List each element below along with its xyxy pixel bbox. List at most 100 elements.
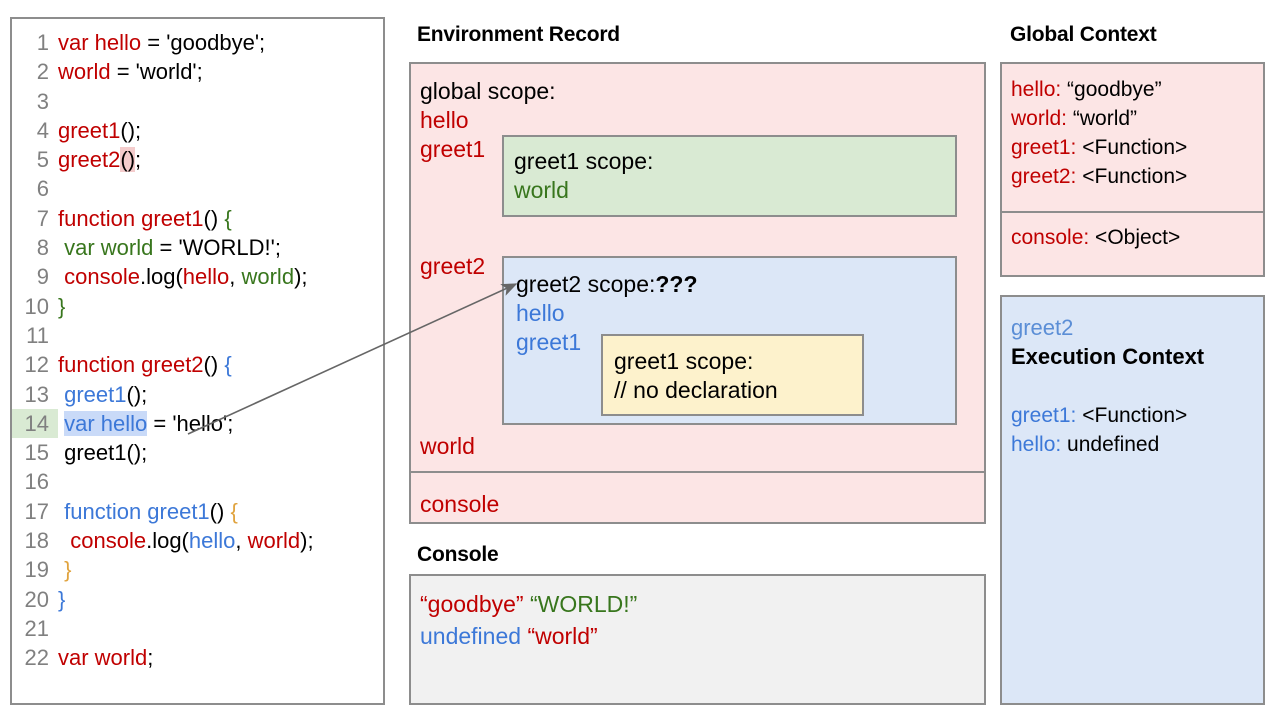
code-token: greet1(); [58,440,148,466]
code-token: world [247,528,301,554]
console-token: “world” [527,623,598,649]
code-token: { [224,352,232,378]
execution-context-box [1000,295,1265,705]
code-token: () [120,147,136,173]
execution-context-row: greet1: <Function> [1011,404,1187,428]
code-line[interactable]: 11 [12,321,383,350]
code-line[interactable]: 13 greet1(); [12,380,383,409]
code-line[interactable]: 15 greet1(); [12,438,383,467]
code-line-text: console.log(hello, world); [58,262,383,291]
code-token: var world [64,235,154,261]
code-line-text: greet1(); [58,438,383,467]
code-token: = 'hello'; [147,410,234,436]
code-line[interactable]: 19 } [12,555,383,584]
binding-value: <Function> [1076,404,1188,427]
code-token: var world [58,645,148,671]
code-line[interactable]: 9 console.log(hello, world); [12,262,383,291]
code-token: } [58,586,66,612]
line-number: 19 [24,557,49,583]
greet2-scope-unknown-marker: ??? [655,271,698,297]
global-binding-greet2: greet2 [420,253,486,279]
environment-record-title: Environment Record [417,23,620,46]
greet1-scope-binding-world: world [514,177,569,203]
binding-key: console: [1011,226,1090,249]
greet2-scope-title: greet2 scope:??? [516,271,698,298]
execution-context-row: hello: undefined [1011,433,1159,457]
line-number: 8 [36,235,49,261]
console-token: undefined [420,623,522,649]
line-number: 15 [24,440,49,466]
binding-value: <Object> [1089,226,1181,249]
code-line[interactable]: 8 var world = 'WORLD!'; [12,233,383,262]
code-line-text: } [58,555,383,584]
greet2-scope-title-text: greet2 scope: [516,271,656,297]
code-line[interactable]: 18 console.log(hello, world); [12,526,383,555]
code-token: () [203,205,225,231]
code-token: function greet1 [64,498,210,524]
console-token: “WORLD!” [529,591,638,617]
code-token: .log( [146,528,189,554]
code-token: } [64,557,72,583]
code-line[interactable]: 17 function greet1() { [12,497,383,526]
global-binding-hello: hello [420,107,469,133]
code-token: } [58,293,66,319]
code-token: greet2 [58,147,121,173]
code-token [58,528,70,553]
binding-value: <Function> [1076,165,1188,188]
code-line[interactable]: 3 [12,87,383,116]
code-line-text: var hello = 'hello'; [58,409,383,438]
line-number: 17 [24,498,49,524]
code-line-text: function greet2() { [58,350,383,379]
code-line[interactable]: 6 [12,174,383,203]
global-context-row: greet2: <Function> [1011,165,1187,189]
code-line-text: world = 'world'; [58,57,383,86]
code-token: = 'world'; [110,59,203,85]
line-number: 13 [24,381,49,407]
code-token: ); [294,264,308,290]
code-line-text: var world = 'WORLD!'; [58,233,383,262]
global-binding-greet1: greet1 [420,136,486,162]
code-token: greet1 [64,381,127,407]
binding-value: “goodbye” [1061,78,1162,101]
code-token: { [224,205,232,231]
code-token: var hello [64,410,148,436]
code-line[interactable]: 21 [12,614,383,643]
code-token: world [58,59,111,85]
line-number: 16 [24,469,49,495]
global-context-title: Global Context [1010,23,1157,46]
global-context-box [1000,62,1265,277]
code-line[interactable]: 14 var hello = 'hello'; [12,408,383,439]
inner-greet1-scope-box [601,334,864,416]
binding-key: greet2: [1011,165,1077,188]
binding-value: <Function> [1076,136,1188,159]
code-line-text: console.log(hello, world); [58,526,383,555]
console-token: “goodbye” [420,591,524,617]
global-context-row: greet1: <Function> [1011,136,1187,160]
code-line-text: function greet1() { [58,204,383,233]
code-token: var hello [58,30,142,55]
line-number: 14 [12,408,58,439]
code-line[interactable]: 10} [12,292,383,321]
code-token: world [241,264,295,290]
code-token: , [229,264,242,290]
code-line-text: greet1(); [58,380,383,409]
code-token: function greet1 [58,205,204,231]
binding-value: undefined [1061,433,1160,456]
code-line[interactable]: 16 [12,467,383,496]
code-token: greet1 [58,117,121,143]
code-line-text: } [58,292,383,321]
code-token: (); [120,117,142,143]
line-number: 11 [26,322,49,348]
global-context-divider [1000,211,1265,213]
code-line[interactable]: 20} [12,585,383,614]
line-number: 22 [24,645,49,671]
